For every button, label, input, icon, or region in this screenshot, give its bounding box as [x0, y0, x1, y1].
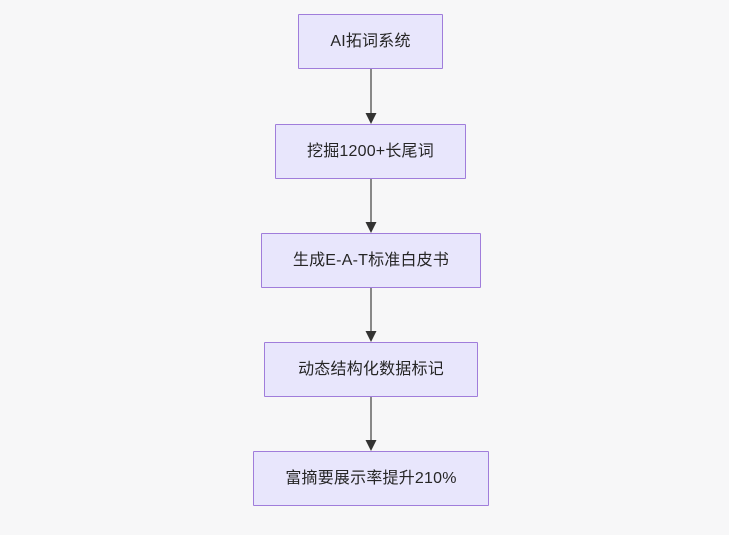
- arrowhead-icon: [365, 113, 377, 124]
- flowchart-node-5[interactable]: 富摘要展示率提升210%: [253, 451, 489, 506]
- arrowhead-icon: [365, 331, 377, 342]
- flowchart-node-4[interactable]: 动态结构化数据标记: [264, 342, 478, 397]
- edge-n1-n2: [365, 69, 377, 124]
- edge-n2-n3: [365, 179, 377, 233]
- flowchart-node-label: 动态结构化数据标记: [298, 360, 444, 378]
- flowchart-node-label: 挖掘1200+长尾词: [307, 142, 434, 160]
- flowchart-node-1[interactable]: AI拓词系统: [298, 14, 443, 69]
- edge-n3-n4: [365, 288, 377, 342]
- arrowhead-icon: [365, 440, 377, 451]
- flowchart-node-label: 富摘要展示率提升210%: [285, 469, 457, 487]
- flowchart-node-label: 生成E-A-T标准白皮书: [292, 251, 450, 269]
- arrowhead-icon: [365, 222, 377, 233]
- flowchart-node-label: AI拓词系统: [330, 32, 411, 50]
- flowchart-node-3[interactable]: 生成E-A-T标准白皮书: [261, 233, 481, 288]
- edge-n4-n5: [365, 397, 377, 451]
- flowchart-node-2[interactable]: 挖掘1200+长尾词: [275, 124, 466, 179]
